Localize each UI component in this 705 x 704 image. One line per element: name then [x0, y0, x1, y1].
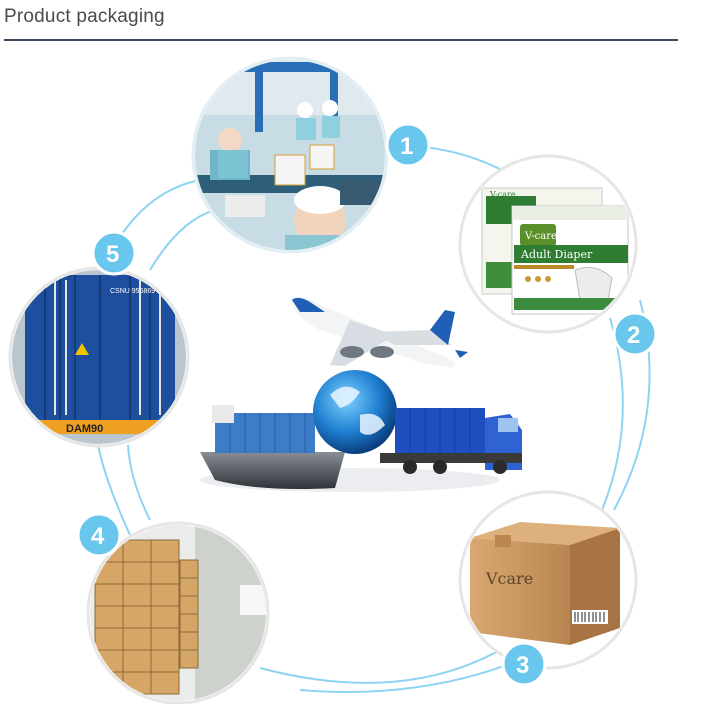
factory-photo	[191, 56, 389, 254]
page-title: Product packaging	[4, 6, 165, 27]
step-number-5: 5	[106, 241, 119, 268]
step-number-3: 3	[516, 652, 529, 679]
pack-name: Adult Diaper	[520, 248, 593, 261]
title-underline	[4, 39, 678, 41]
step-badge-1: 1	[385, 122, 431, 168]
step-badge-3: 3	[501, 641, 547, 687]
cargo-ship-icon	[200, 405, 345, 489]
step-number-2: 2	[627, 322, 640, 349]
back-pack-brand: V-care	[489, 190, 516, 199]
globe-icon	[313, 370, 397, 454]
container-photo: CSNU 956869 45G1 DAM90	[8, 266, 190, 448]
container-code: CSNU 956869 45G1	[110, 288, 174, 295]
step-badge-4: 4	[76, 512, 122, 558]
diaper-packs-photo: V-care Adult Diaper V-care	[458, 154, 638, 334]
step-number-4: 4	[91, 523, 105, 550]
carton-photo: Vcare	[458, 490, 638, 670]
airplane-icon	[290, 296, 468, 368]
step-badge-5: 5	[91, 230, 137, 276]
logistics-illustration	[200, 296, 522, 492]
container-plate: DAM90	[66, 423, 103, 435]
carton-label: Vcare	[485, 569, 533, 588]
step-number-1: 1	[400, 133, 413, 160]
pack-brand: V-care	[524, 231, 557, 242]
step-badge-2: 2	[612, 311, 658, 357]
truck-icon	[380, 408, 522, 474]
